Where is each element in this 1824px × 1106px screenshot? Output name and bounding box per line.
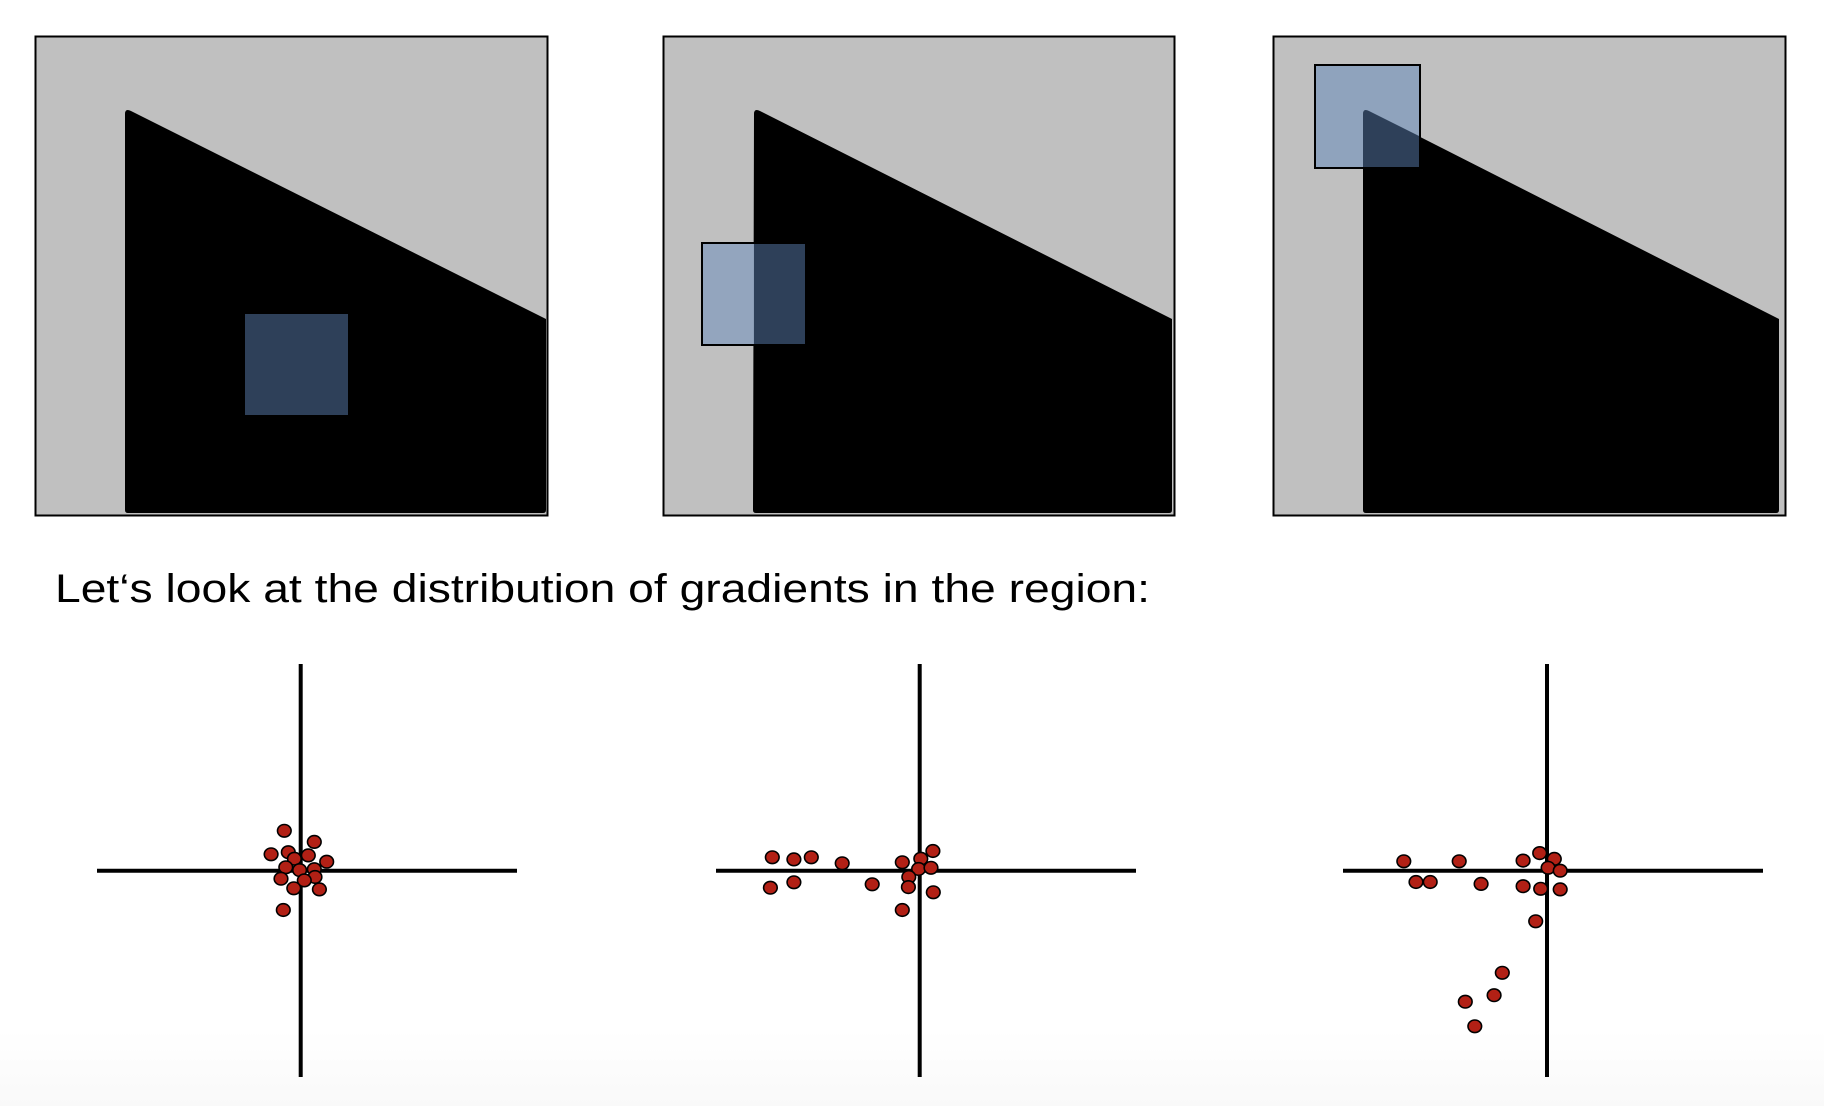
caption-text: Let‘s look at the distribution of gradie… [55, 567, 1150, 611]
gradient-point [1552, 882, 1568, 897]
window-overlap [1363, 110, 1419, 167]
panel-flat-region [34, 35, 549, 517]
gradient-point [319, 854, 335, 869]
panel-corner-svg [1272, 35, 1787, 517]
window-square [245, 314, 348, 415]
gradient-point [1515, 879, 1531, 894]
gradient-point [923, 860, 939, 875]
gradient-point [273, 871, 289, 886]
gradient-point [1533, 881, 1549, 896]
gradient-point [834, 856, 850, 871]
dark-shape [753, 110, 1172, 513]
gradient-point [1486, 988, 1502, 1003]
panel-flat-svg [34, 35, 549, 517]
dark-shape [125, 110, 546, 513]
scatter-svg-edge [716, 664, 1136, 1077]
gradient-point [1473, 876, 1489, 891]
panel-edge [662, 35, 1176, 517]
gradient-point [925, 843, 941, 859]
dot-group [1396, 846, 1568, 1034]
gradient-point [786, 875, 802, 890]
gradient-point [925, 885, 941, 900]
gradient-point [1408, 874, 1424, 890]
gradient-point [786, 852, 802, 867]
gradient-point [263, 847, 279, 862]
gradient-point [1396, 854, 1412, 869]
dark-shape [1363, 110, 1779, 513]
gradient-point [1422, 874, 1438, 890]
panel-edge-svg [662, 35, 1176, 517]
gradient-point [1532, 846, 1548, 861]
gradient-point [1552, 863, 1568, 878]
gradient-point [762, 880, 779, 895]
gradient-point [286, 881, 302, 896]
gradient-point [894, 855, 910, 870]
gradient-point [1451, 854, 1467, 869]
gradient-point [900, 880, 916, 895]
dot-group [263, 823, 335, 918]
gradient-point [311, 882, 327, 897]
gradient-point [276, 823, 292, 838]
gradient-point [894, 902, 910, 918]
gradient-point [1457, 994, 1473, 1009]
panel-corner [1272, 35, 1787, 517]
gradient-point [296, 873, 312, 888]
gradient-point [275, 902, 291, 918]
scatter-svg-flat [97, 664, 517, 1077]
gradient-point [300, 848, 316, 863]
gradient-point [1528, 914, 1544, 929]
gradient-scatter-corner [1340, 660, 1780, 1090]
gradient-point [306, 834, 322, 849]
gradient-scatter-flat [90, 660, 530, 1090]
scatter-svg-corner [1343, 664, 1763, 1077]
gradient-point [1467, 1019, 1483, 1034]
gradient-point [1515, 853, 1531, 868]
gradient-scatter-edge [710, 660, 1150, 1090]
dot-group [762, 843, 941, 918]
gradient-point [803, 850, 819, 865]
window-overlap [754, 244, 805, 344]
gradient-point [764, 850, 780, 865]
gradient-point [1494, 965, 1510, 980]
gradient-point [864, 877, 880, 892]
